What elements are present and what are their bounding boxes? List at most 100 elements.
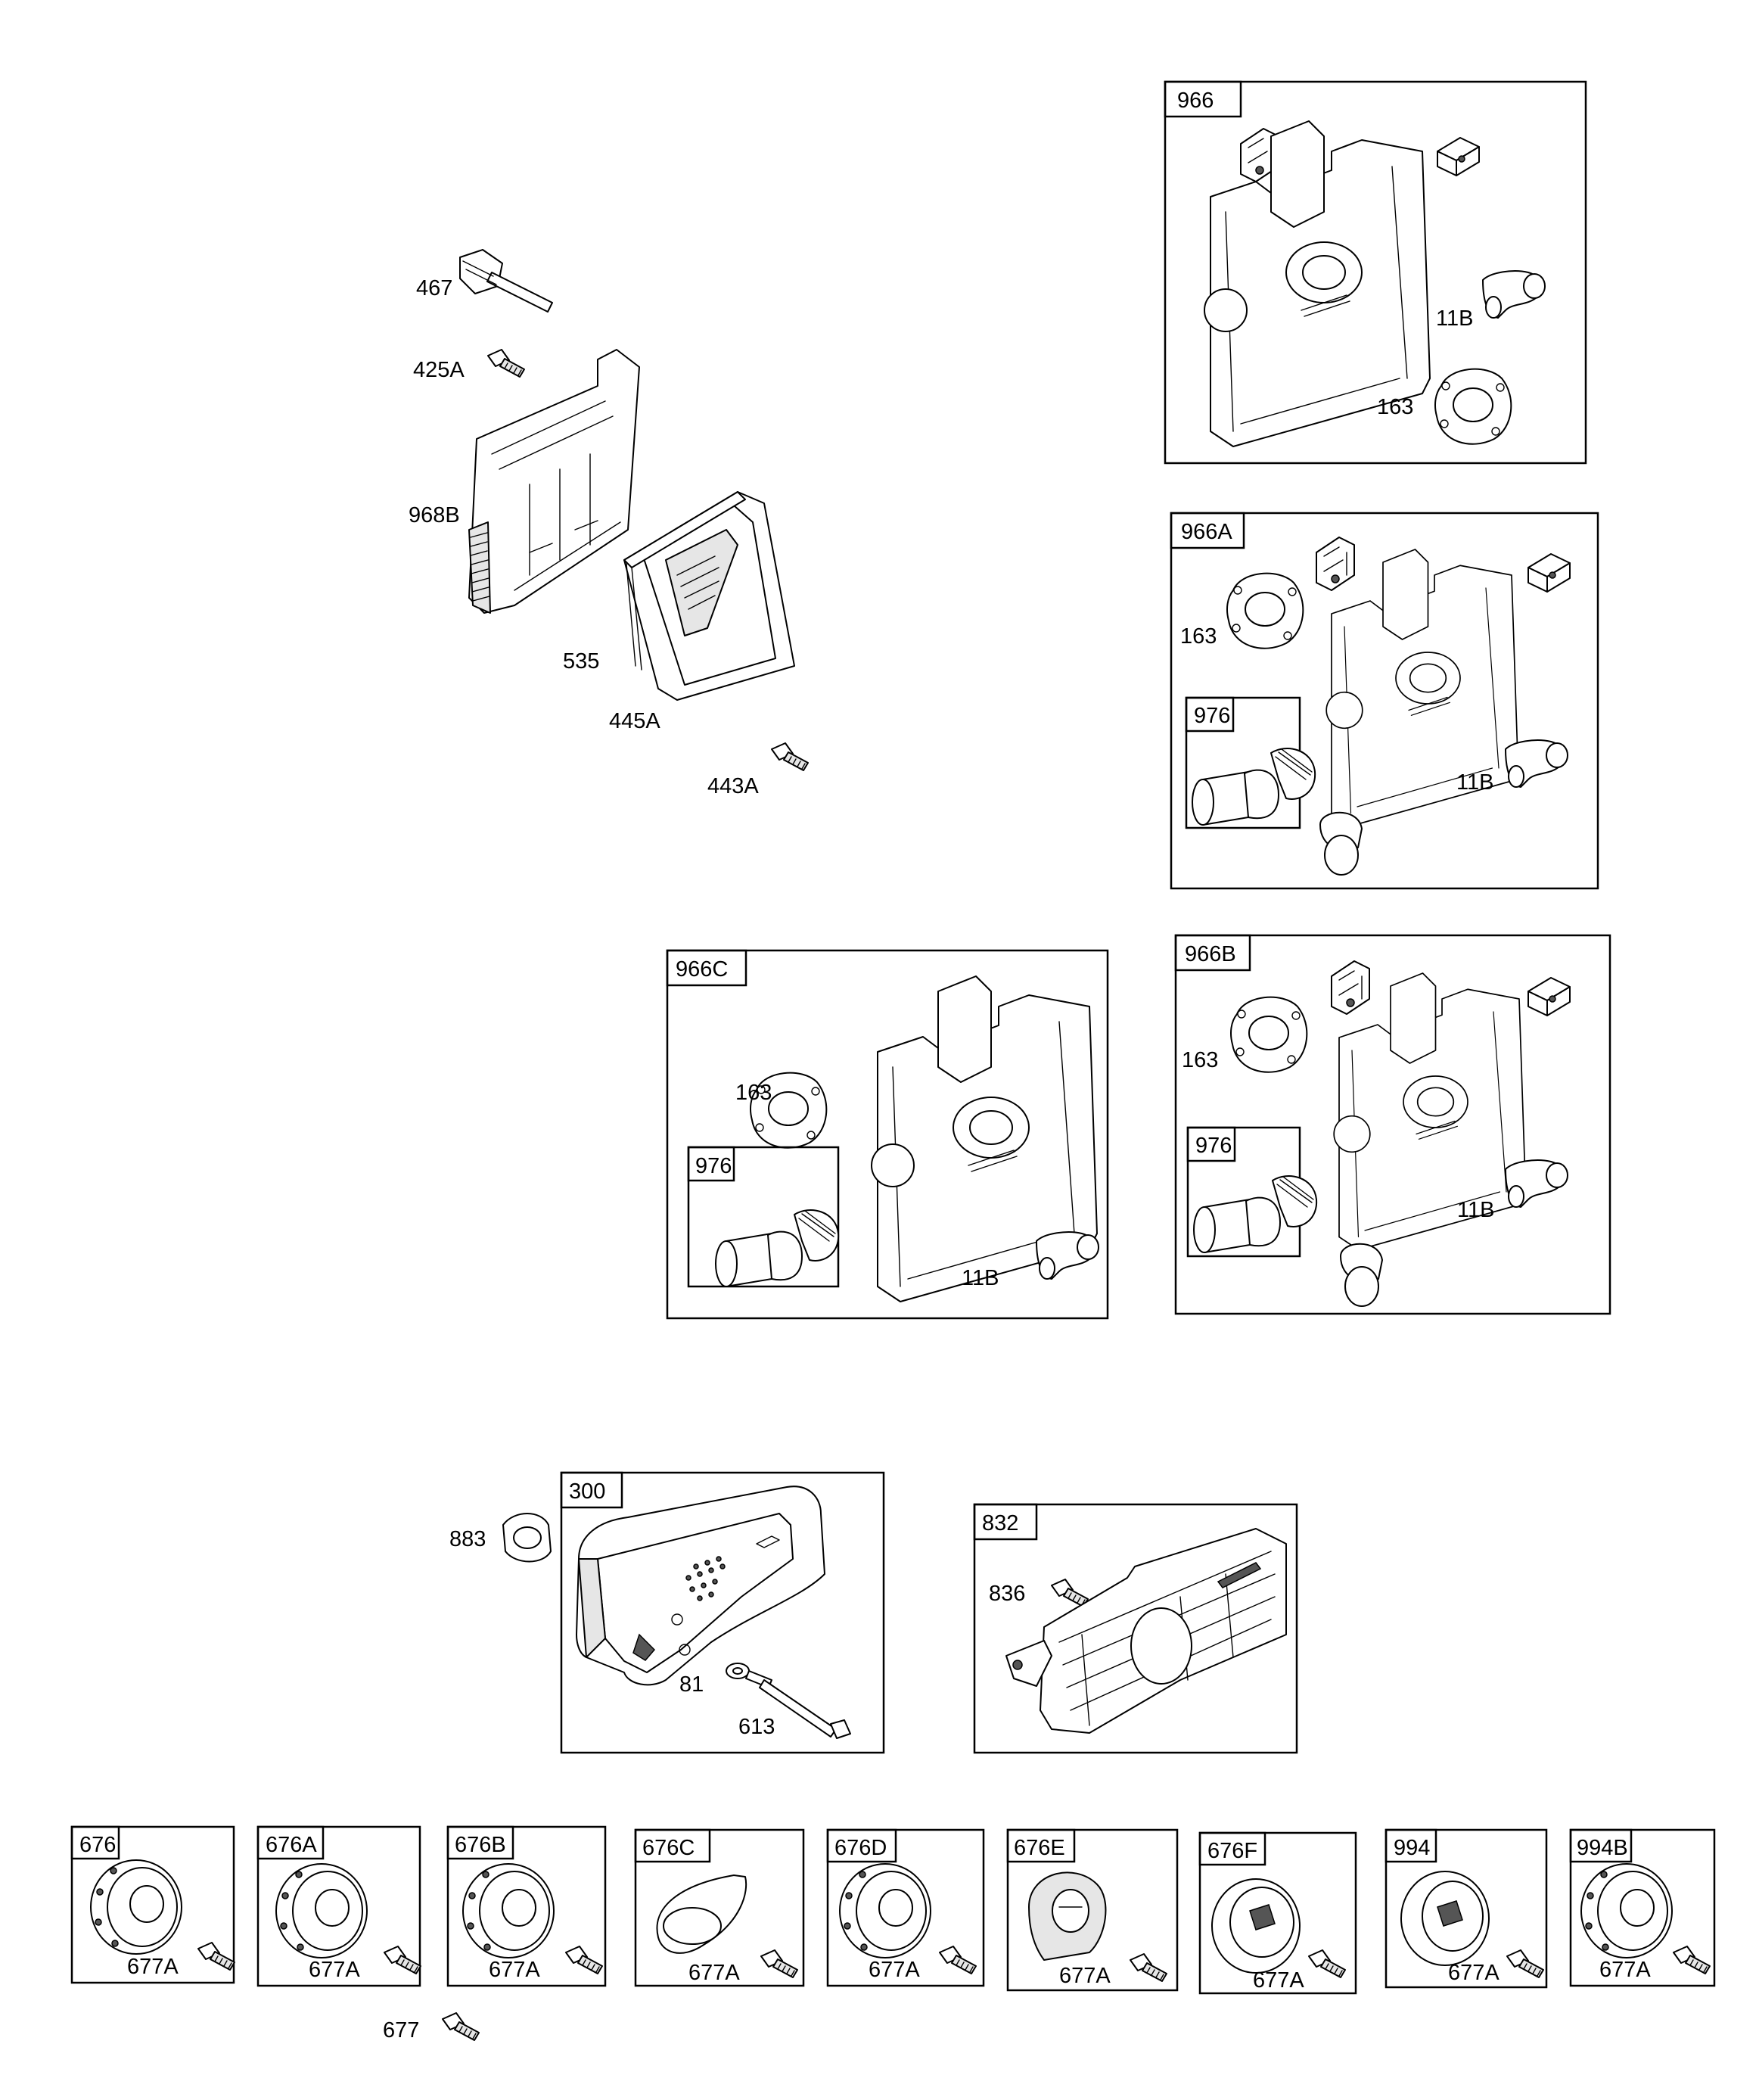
kit-966-clip-drawing xyxy=(1437,137,1480,176)
kit-966B-sub-976-tag: 976 xyxy=(1195,1134,1232,1158)
kit-966C-label-11B: 11B xyxy=(962,1266,999,1290)
part-677: 677 xyxy=(383,2012,480,2042)
kit-966C-label-163: 163 xyxy=(735,1081,772,1105)
deflector-tag: 676D xyxy=(834,1836,887,1860)
kit-966A-primer-drawing xyxy=(1192,747,1316,826)
deflector-tag: 676B xyxy=(455,1833,506,1857)
kit-966B-primer-drawing xyxy=(1193,1174,1318,1253)
deflector-card-676B: 676B 677A xyxy=(446,1825,607,1987)
guard-drawing xyxy=(1005,1528,1287,1734)
part-425A-screw-drawing xyxy=(487,349,525,378)
part-883-gasket-drawing xyxy=(502,1513,552,1563)
screw-label: 677A xyxy=(1599,1958,1651,1982)
screw-677A-drawing xyxy=(1130,1953,1167,1982)
deflector-tag: 676A xyxy=(266,1833,317,1857)
deflector-drawing xyxy=(1580,1863,1673,1958)
deflector-tag: 676C xyxy=(642,1836,695,1860)
kit-966-label-163: 163 xyxy=(1377,395,1413,419)
kit-966B-label-163: 163 xyxy=(1182,1048,1218,1072)
kit-966-panel: 966 11B 163 xyxy=(1164,80,1587,465)
muffler-perforations-drawing xyxy=(685,1556,726,1601)
screw-label: 677A xyxy=(869,1958,920,1982)
screw-677A-drawing xyxy=(197,1942,235,1971)
label-81: 81 xyxy=(679,1672,704,1697)
part-467-drawing xyxy=(459,249,553,313)
screw-label: 677A xyxy=(1448,1961,1500,1985)
kit-966B-carb-plate-drawing xyxy=(1333,972,1527,1251)
kit-966-tag: 966 xyxy=(1177,89,1214,113)
kit-966A-label-11B: 11B xyxy=(1456,770,1493,795)
muffler-guard-group: 832 836 xyxy=(973,1503,1298,1754)
screw-label: 677A xyxy=(489,1958,540,1982)
kit-966A-tag: 966A xyxy=(1181,520,1232,544)
deflector-card-676C: 676C 677A xyxy=(634,1828,805,1987)
deflector-card-676F: 676F 677A xyxy=(1198,1831,1357,1995)
deflector-card-676E: 676E 677A xyxy=(1006,1828,1179,1992)
part-836-screw-drawing xyxy=(1051,1579,1089,1607)
deflector-row: 676 677A 676A 677A 676B 677A 676C xyxy=(70,1825,1716,1995)
air-cleaner-group: 467 425A 968B 535 445A 443A xyxy=(409,249,809,798)
deflector-tag: 676 xyxy=(79,1833,116,1857)
deflector-tag: 676E xyxy=(1014,1836,1065,1860)
screw-677A-drawing xyxy=(1673,1946,1711,1974)
guard-tag-832: 832 xyxy=(982,1511,1018,1535)
kit-966B-label-11B: 11B xyxy=(1457,1198,1494,1222)
label-836: 836 xyxy=(989,1582,1025,1606)
part-445A-filter-drawing xyxy=(623,491,795,701)
deflector-drawing xyxy=(656,1874,747,1954)
kit-966B-tag: 966B xyxy=(1185,942,1236,966)
deflector-card-676A: 676A 677A xyxy=(256,1825,421,1987)
screw-677A-drawing xyxy=(565,1946,603,1974)
screw-677A-drawing xyxy=(384,1946,421,1974)
kit-966B-elbow-drawing xyxy=(1505,1159,1568,1208)
kit-966C-elbow-drawing xyxy=(1036,1231,1099,1280)
kit-966A-bracket-drawing xyxy=(1316,537,1355,591)
screw-label: 677A xyxy=(309,1958,360,1982)
deflector-drawing xyxy=(1211,1878,1301,1974)
deflector-drawing xyxy=(839,1863,931,1958)
label-613: 613 xyxy=(738,1715,775,1739)
label-467: 467 xyxy=(416,276,452,300)
screw-label: 677A xyxy=(1253,1968,1304,1993)
label-883: 883 xyxy=(449,1527,486,1551)
screw-label: 677A xyxy=(688,1961,740,1985)
label-535: 535 xyxy=(563,649,599,674)
part-613-bolt-drawing xyxy=(759,1679,851,1739)
kit-966B-gasket-drawing xyxy=(1230,996,1308,1073)
deflector-card-994: 994 677A xyxy=(1385,1828,1548,1989)
kit-966A-panel: 966A 163 11B 976 xyxy=(1170,512,1599,890)
deflector-drawing xyxy=(462,1863,555,1958)
deflector-tag: 676F xyxy=(1207,1839,1257,1863)
label-443A: 443A xyxy=(707,774,759,798)
label-445A: 445A xyxy=(609,709,660,733)
muffler-tag-300: 300 xyxy=(569,1479,605,1504)
kit-966A-sub-976-tag: 976 xyxy=(1194,704,1230,728)
label-677: 677 xyxy=(383,2018,419,2042)
kit-966-elbow-drawing xyxy=(1482,270,1546,319)
kit-966C-panel: 966C 163 11B 976 xyxy=(666,949,1109,1320)
part-443A-screw-drawing xyxy=(771,742,809,771)
screw-677A-drawing xyxy=(939,1946,977,1974)
deflector-tag: 994 xyxy=(1394,1836,1430,1860)
kit-966B-panel: 966B 163 11B 976 xyxy=(1174,934,1611,1315)
kit-966C-tag: 966C xyxy=(676,957,728,982)
label-968B: 968B xyxy=(409,503,460,527)
kit-966A-label-163: 163 xyxy=(1180,624,1217,649)
screw-label: 677A xyxy=(127,1955,179,1979)
deflector-card-994B: 994B 677A xyxy=(1569,1828,1716,1987)
kit-966A-clip-drawing xyxy=(1527,553,1571,593)
muffler-group: 883 300 81 613 xyxy=(449,1471,885,1754)
deflector-drawing xyxy=(275,1863,368,1958)
deflector-tag: 994B xyxy=(1577,1836,1628,1860)
screw-677-drawing xyxy=(442,2012,480,2041)
deflector-drawing xyxy=(1400,1871,1490,1966)
kit-966B-clip-drawing xyxy=(1527,977,1571,1016)
screw-677A-drawing xyxy=(1308,1949,1346,1978)
kit-966B-cap-drawing xyxy=(1340,1243,1383,1307)
muffler-body-drawing xyxy=(576,1486,825,1686)
kit-966-gasket-drawing xyxy=(1434,368,1512,445)
kit-966A-gasket-drawing xyxy=(1226,572,1304,649)
screw-label: 677A xyxy=(1059,1964,1111,1988)
label-425A: 425A xyxy=(413,358,465,382)
